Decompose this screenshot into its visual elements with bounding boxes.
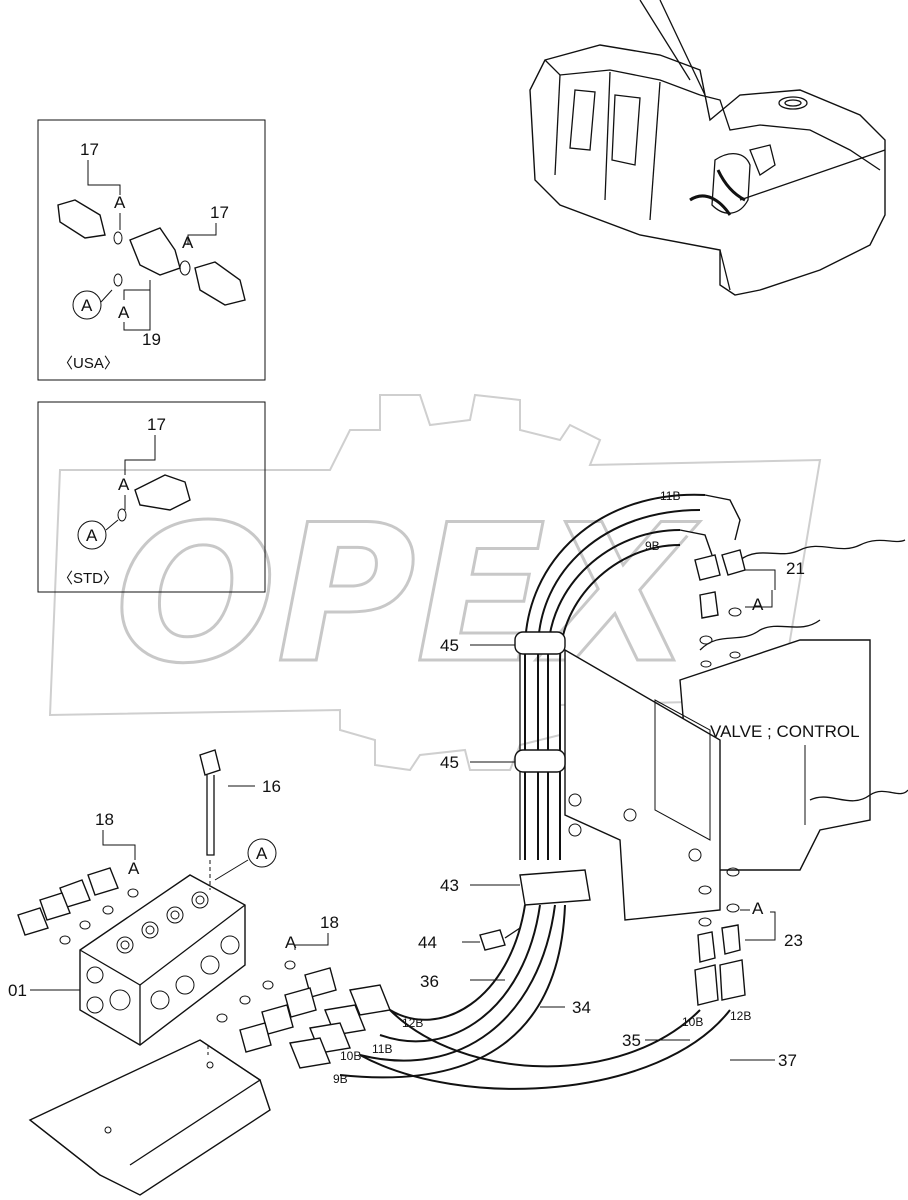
hose-tag-12b: 12B — [402, 1016, 423, 1030]
control-valve-illustration: VALVE ; CONTROL 21 A — [679, 539, 908, 871]
inset-std: 17 A A 〈STD〉 — [37, 401, 266, 593]
pressure-switch-std — [134, 474, 191, 511]
hose-tag-12b-right: 12B — [730, 1009, 751, 1023]
hose-tag-10b: 10B — [340, 1049, 361, 1063]
watermark: OPEX — [48, 393, 822, 772]
bolt-16 — [199, 749, 221, 776]
callout-01: 01 — [8, 981, 27, 1000]
inset-std-part-17: 17 — [147, 415, 166, 434]
ref-a-18-right: A — [285, 933, 297, 952]
hose-clamp-upper — [514, 631, 566, 655]
base-rail — [28, 1039, 271, 1196]
callout-34: 34 — [572, 998, 591, 1017]
inset-std-caption: 〈STD〉 — [58, 570, 118, 587]
hose-bundle: 11B 9B 45 45 43 44 — [418, 489, 741, 952]
hose-tag-10b-right: 10B — [682, 1015, 703, 1029]
callout-18-left: 18 — [95, 810, 114, 829]
callout-36: 36 — [420, 972, 439, 991]
callout-16: 16 — [262, 777, 281, 796]
hose-clamp-middle — [514, 749, 566, 773]
callout-45-upper: 45 — [440, 636, 459, 655]
circle-ref-a-main — [247, 838, 277, 868]
ref-a-18-left: A — [128, 859, 140, 878]
hose-tag-11b-top: 11B — [660, 489, 680, 503]
inset-usa-part-19: 19 — [142, 330, 161, 349]
callout-44: 44 — [418, 933, 437, 952]
inset-usa-ref-a2: A — [182, 233, 194, 252]
inset-std-frame — [37, 401, 266, 593]
tee-fitting — [129, 227, 181, 276]
watermark-text: OPEX — [115, 484, 701, 705]
inset-usa-ref-a1: A — [114, 193, 126, 212]
hose-tag-9b: 9B — [333, 1072, 348, 1086]
callout-23: 23 — [784, 931, 803, 950]
callout-35: 35 — [622, 1031, 641, 1050]
callout-21: 21 — [786, 559, 805, 578]
bolt-44 — [479, 929, 506, 951]
hose-clamp-lower — [519, 869, 591, 906]
component-label-control-valve: VALVE ; CONTROL — [710, 722, 860, 741]
circle-ref-a-main-text: A — [256, 844, 268, 863]
ref-a-21: A — [752, 595, 764, 614]
hose-tag-11b: 11B — [372, 1042, 392, 1056]
inset-usa-frame — [37, 119, 266, 381]
ref-a-23: A — [752, 899, 764, 918]
hose-tag-9b-top: 9B — [645, 539, 660, 553]
inset-usa-circle-ref: A — [81, 296, 93, 315]
hose-bundle-lower: 12B 11B 10B 9B 10B 12B 36 34 35 37 23 A — [333, 867, 803, 1090]
inset-std-circle-ref: A — [86, 526, 98, 545]
inset-usa-caption: 〈USA〉 — [58, 355, 119, 372]
inset-usa-ref-a3: A — [118, 303, 130, 322]
inset-usa-part-17-left: 17 — [80, 140, 99, 159]
inset-std-ref-a: A — [118, 475, 130, 494]
manifold-block: 01 16 A 18 A 18 A — [8, 749, 391, 1069]
circle-ref-a-std — [77, 520, 107, 550]
callout-45-lower: 45 — [440, 753, 459, 772]
pressure-switch-fitting-right — [194, 261, 246, 306]
inset-usa: 17 A 17 A A 19 A 〈USA〉 — [37, 119, 266, 381]
excavator-overview-illustration — [529, 0, 886, 296]
callout-37: 37 — [778, 1051, 797, 1070]
inset-usa-part-17-right: 17 — [210, 203, 229, 222]
pressure-switch-fitting — [57, 199, 106, 239]
callout-43: 43 — [440, 876, 459, 895]
circle-ref-a-usa — [72, 290, 102, 320]
callout-18-right: 18 — [320, 913, 339, 932]
